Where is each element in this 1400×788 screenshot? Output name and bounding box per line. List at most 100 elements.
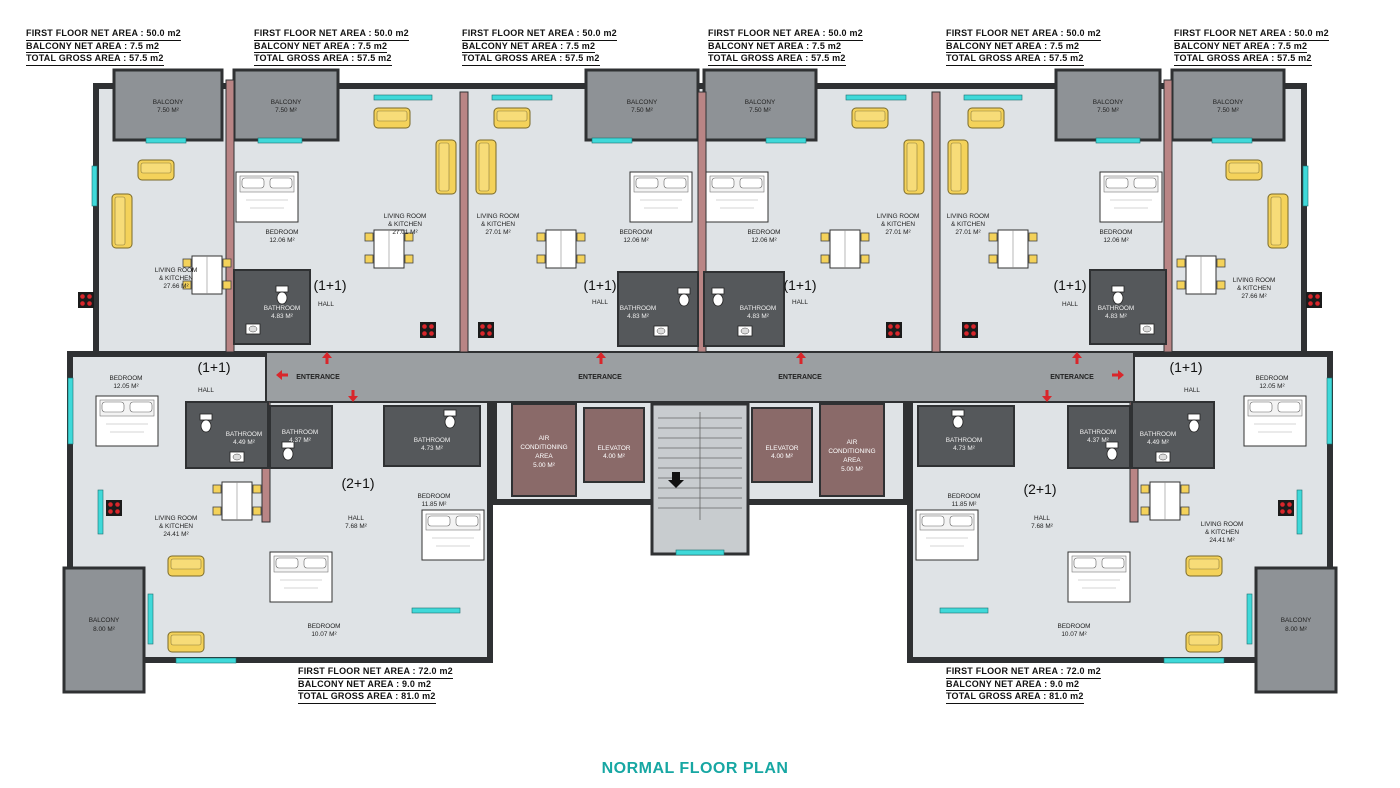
area-annotation-top-3: FIRST FLOOR NET AREA : 50.0 m2 BALCONY N… (462, 28, 617, 66)
balcony-label: BALCONY (627, 99, 658, 106)
bathroom-label: BATHROOM (282, 429, 318, 436)
bedroom-label: BEDROOM (1255, 375, 1288, 382)
living-room-label: LIVING ROOM (1233, 277, 1276, 284)
living-room-label: LIVING ROOM (877, 213, 920, 220)
balcony-area: 7.50 M² (1217, 107, 1239, 114)
balcony-area-label: BALCONY NET AREA : 7.5 m2 (462, 41, 596, 53)
air-conditioning-room-right (819, 403, 885, 497)
hall-area: 7.68 M² (345, 523, 367, 530)
net-area-label: FIRST FLOOR NET AREA : 50.0 m2 (254, 28, 409, 41)
area-annotation-top-2: FIRST FLOOR NET AREA : 50.0 m2 BALCONY N… (254, 28, 409, 66)
kitchen-label: & KITCHEN (159, 523, 193, 530)
bedroom-area: 12.06 M² (623, 237, 648, 244)
bedroom-label: BEDROOM (307, 623, 340, 630)
air-conditioning-label: AREA (843, 457, 861, 464)
balcony-area: 7.50 M² (631, 107, 653, 114)
balcony-label: BALCONY (1093, 99, 1124, 106)
hall-label: HALL (348, 515, 364, 522)
living-room-area: 27.01 M² (485, 229, 510, 236)
net-area-label: FIRST FLOOR NET AREA : 50.0 m2 (708, 28, 863, 41)
air-conditioning-label: AIR (539, 435, 550, 442)
bathrooms (185, 269, 1215, 469)
living-room-area: 24.41 M² (1209, 537, 1234, 544)
kitchen-label: & KITCHEN (388, 221, 422, 228)
hall-label: HALL (792, 299, 808, 306)
gross-area-label: TOTAL GROSS AREA : 57.5 m2 (1174, 53, 1312, 66)
net-area-label: FIRST FLOOR NET AREA : 50.0 m2 (462, 28, 617, 41)
bathroom-label: BATHROOM (946, 437, 982, 444)
gross-area-label: TOTAL GROSS AREA : 57.5 m2 (946, 53, 1084, 66)
bathroom-label: BATHROOM (1098, 305, 1134, 312)
balcony-top-5 (1054, 68, 1162, 142)
area-annotation-top-6: FIRST FLOOR NET AREA : 50.0 m2 BALCONY N… (1174, 28, 1329, 66)
gross-area-label: TOTAL GROSS AREA : 57.5 m2 (462, 53, 600, 66)
bathroom-label: BATHROOM (1140, 431, 1176, 438)
balcony-area: 8.00 M² (1285, 626, 1307, 633)
kitchen-label: & KITCHEN (881, 221, 915, 228)
elevator-area: 4.00 M² (771, 453, 793, 460)
balcony-area: 7.50 M² (157, 107, 179, 114)
hall-area: 7.68 M² (1031, 523, 1053, 530)
net-area-label: FIRST FLOOR NET AREA : 50.0 m2 (26, 28, 181, 41)
balcony-area: 7.50 M² (1097, 107, 1119, 114)
living-room-label: LIVING ROOM (1201, 521, 1244, 528)
bathroom-area: 4.37 M² (289, 437, 311, 444)
bedroom-label: BEDROOM (1099, 229, 1132, 236)
unit-type-label: (1+1) (783, 277, 816, 293)
balcony-label: BALCONY (153, 99, 184, 106)
bathroom-label: BATHROOM (620, 305, 656, 312)
kitchen-label: & KITCHEN (1237, 285, 1271, 292)
net-area-label: FIRST FLOOR NET AREA : 72.0 m2 (298, 666, 453, 679)
bathroom-label: BATHROOM (226, 431, 262, 438)
hall-label: HALL (1062, 301, 1078, 308)
balcony-label: BALCONY (1281, 617, 1312, 624)
entrance-label: ENTERANCE (578, 374, 622, 381)
kitchen-label: & KITCHEN (1205, 529, 1239, 536)
bedroom-area: 12.06 M² (269, 237, 294, 244)
plan-title: NORMAL FLOOR PLAN (601, 760, 789, 777)
balcony-bottom-left (62, 566, 146, 694)
living-room-area: 27.01 M² (885, 229, 910, 236)
area-annotation-bottom-right: FIRST FLOOR NET AREA : 72.0 m2 BALCONY N… (946, 666, 1101, 704)
balcony-area-label: BALCONY NET AREA : 7.5 m2 (26, 41, 160, 53)
balcony-area-label: BALCONY NET AREA : 7.5 m2 (254, 41, 388, 53)
area-annotation-top-1: FIRST FLOOR NET AREA : 50.0 m2 BALCONY N… (26, 28, 181, 66)
balcony-top-3 (584, 68, 700, 142)
bathroom-label: BATHROOM (414, 437, 450, 444)
balcony-area: 8.00 M² (93, 626, 115, 633)
air-conditioning-label: CONDITIONING (520, 444, 567, 451)
hall-label: HALL (1184, 387, 1200, 394)
gross-area-label: TOTAL GROSS AREA : 57.5 m2 (254, 53, 392, 66)
balcony-label: BALCONY (745, 99, 776, 106)
bedroom-label: BEDROOM (265, 229, 298, 236)
kitchen-label: & KITCHEN (159, 275, 193, 282)
area-annotation-top-4: FIRST FLOOR NET AREA : 50.0 m2 BALCONY N… (708, 28, 863, 66)
living-room-area: 27.66 M² (163, 283, 188, 290)
balcony-label: BALCONY (271, 99, 302, 106)
balcony-area-label: BALCONY NET AREA : 7.5 m2 (1174, 41, 1308, 53)
unit-type-label: (1+1) (583, 277, 616, 293)
kitchen-label: & KITCHEN (481, 221, 515, 228)
bathroom-area: 4.73 M² (421, 445, 443, 452)
hall-label: HALL (592, 299, 608, 306)
air-conditioning-area: 5.00 M² (533, 462, 555, 469)
air-conditioning-label: AIR (847, 439, 858, 446)
elevator-left (583, 407, 645, 483)
bedroom-area: 11.85 M² (952, 501, 977, 508)
hall-label: HALL (1034, 515, 1050, 522)
entrance-label: ENTERANCE (778, 374, 822, 381)
unit-type-label: (2+1) (341, 475, 374, 491)
bedroom-area: 12.05 M² (1259, 383, 1284, 390)
area-annotation-bottom-left: FIRST FLOOR NET AREA : 72.0 m2 BALCONY N… (298, 666, 453, 704)
bathroom-area: 4.49 M² (233, 439, 255, 446)
bedroom-area: 10.07 M² (311, 631, 336, 638)
bedroom-area: 11.85 M² (422, 501, 447, 508)
bathroom-label: BATHROOM (740, 305, 776, 312)
gross-area-label: TOTAL GROSS AREA : 81.0 m2 (946, 691, 1084, 704)
elevator-area: 4.00 M² (603, 453, 625, 460)
elevator-right (751, 407, 813, 483)
living-room-label: LIVING ROOM (947, 213, 990, 220)
unit-type-label: (1+1) (1053, 277, 1086, 293)
unit-type-label: (1+1) (313, 277, 346, 293)
bedroom-area: 12.06 M² (1103, 237, 1128, 244)
